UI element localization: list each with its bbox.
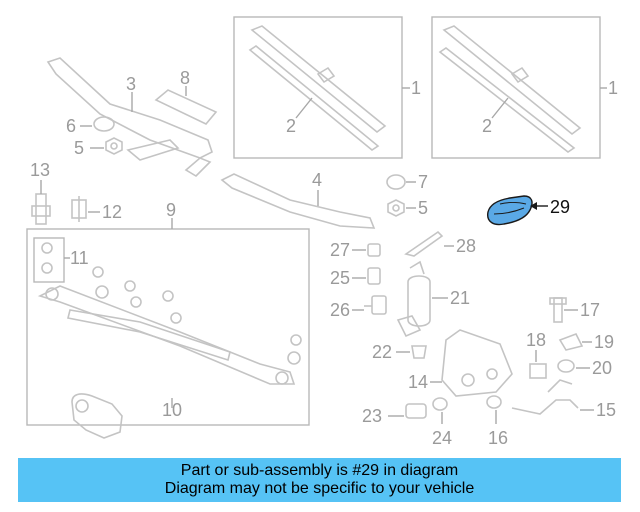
cap-6 [93, 116, 115, 132]
banner-line-1: Part or sub-assembly is #29 in diagram [180, 462, 459, 479]
cap-7 [386, 174, 406, 190]
nut-5-left [105, 137, 123, 155]
linkage-box [26, 228, 310, 426]
label-18: 18 [526, 330, 546, 350]
label-29: 29 [550, 197, 570, 217]
label-8: 8 [180, 68, 190, 88]
wiper-blade-left [248, 25, 387, 151]
label-plate-18 [529, 363, 547, 379]
bolt-12 [71, 196, 87, 222]
label-26: 26 [330, 300, 350, 320]
wiper-arm-4 [220, 173, 376, 229]
bolt-17 [549, 297, 567, 323]
label-22: 22 [372, 342, 392, 362]
wiper-blade-right [438, 25, 582, 153]
grommet-25 [367, 267, 381, 285]
label-21: 21 [450, 288, 470, 308]
seal-24 [432, 397, 448, 411]
label-19: 19 [594, 332, 614, 352]
label-11: 11 [70, 248, 89, 268]
label-2-left: 2 [286, 116, 296, 136]
label-13: 13 [30, 160, 50, 180]
wiper-motor-10 [71, 393, 123, 439]
wiper-arm-3 [46, 57, 213, 178]
seal-20 [557, 359, 575, 373]
label-4: 4 [312, 170, 322, 190]
label-25: 25 [330, 268, 350, 288]
nut-5-right [387, 199, 405, 217]
bracket-19 [558, 332, 584, 351]
label-24: 24 [432, 428, 452, 448]
washer-pump-21 [396, 260, 431, 338]
part-29-highlighted [487, 195, 533, 226]
bushing-box-11 [33, 237, 65, 283]
label-5-right: 5 [418, 198, 428, 218]
label-5-left: 5 [74, 138, 84, 158]
label-15: 15 [596, 400, 616, 420]
banner-line-2: Diagram may not be specific to your vehi… [164, 480, 475, 497]
bolt-13 [31, 193, 51, 225]
label-1-right: 1 [608, 78, 618, 98]
label-9: 9 [166, 200, 176, 220]
washer-reservoir-14 [441, 329, 513, 397]
clip-27 [367, 243, 381, 257]
seal-16 [486, 395, 502, 409]
label-10: 10 [162, 400, 182, 420]
label-12: 12 [102, 202, 122, 222]
wiper-blade-box-left [233, 16, 403, 159]
label-27: 27 [330, 240, 350, 260]
label-17: 17 [580, 300, 600, 320]
cover-8 [154, 89, 218, 125]
label-20: 20 [592, 358, 612, 378]
label-16: 16 [488, 428, 508, 448]
parts-diagram: 1 1 2 2 3 8 6 5 13 [26, 16, 618, 448]
washer-hose-15 [511, 379, 579, 415]
connector-26 [364, 295, 387, 315]
label-2-right: 2 [482, 116, 492, 136]
label-7: 7 [418, 172, 428, 192]
label-14: 14 [408, 372, 428, 392]
label-1-left: 1 [411, 78, 421, 98]
label-23: 23 [362, 406, 382, 426]
wiper-linkage [37, 266, 302, 385]
info-banner: Part or sub-assembly is #29 in diagram D… [18, 458, 621, 502]
grommet-22 [411, 345, 427, 359]
nozzle-28 [404, 230, 444, 257]
label-6: 6 [66, 116, 76, 136]
label-3: 3 [126, 74, 136, 94]
sensor-23 [405, 403, 427, 419]
label-28: 28 [456, 236, 476, 256]
